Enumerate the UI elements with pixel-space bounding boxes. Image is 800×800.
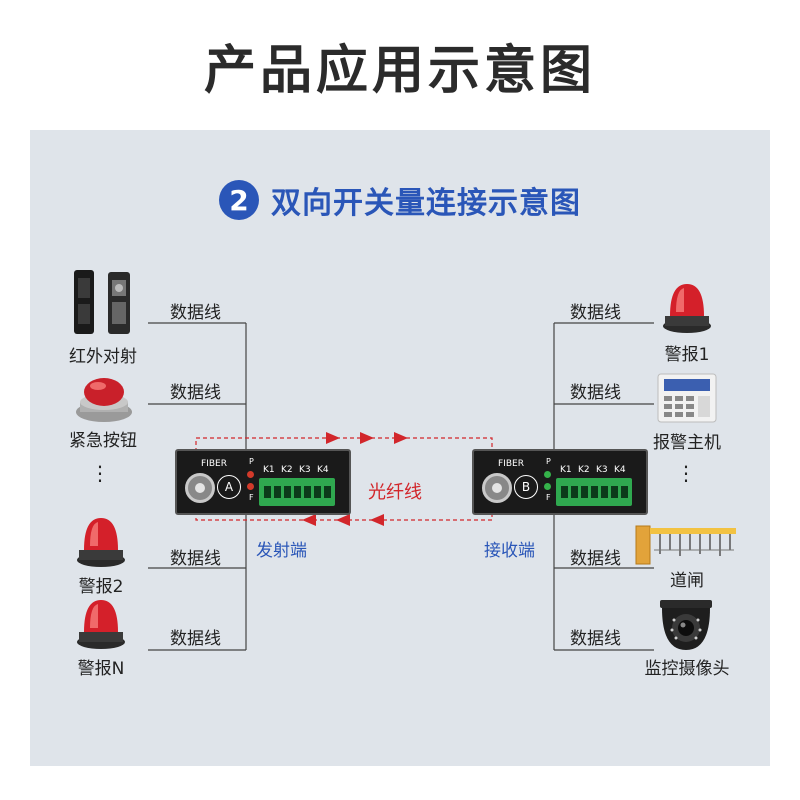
alarm-host-icon [656,372,718,424]
transmitter-label: 发射端 [256,541,307,561]
terminal-label: K1 [263,465,275,475]
transmitter-unit: FIBER A P F K1 K2 K3 K4 [175,449,351,515]
device-label-alarm1: 警报1 [664,345,710,365]
alarm-light-icon [660,278,714,334]
port-letter: A [217,475,241,499]
transmitter-fiber-label: FIBER [201,459,227,469]
terminal-label: K3 [596,465,608,475]
alarm-light-icon [74,594,128,650]
fiber-port-icon [185,473,215,503]
wire-label: 数据线 [170,629,221,649]
device-label-emergency: 紧急按钮 [69,431,137,451]
emergency-button-icon [72,374,136,426]
terminal-label: K4 [614,465,626,475]
power-led-icon [544,471,551,478]
wire-label: 数据线 [170,549,221,569]
wire-label: 数据线 [170,383,221,403]
diagram-panel [30,130,770,766]
step-badge: 2 [219,180,259,220]
page-title: 产品应用示意图 [203,41,596,101]
alarm-light-icon [74,512,128,568]
port-letter: B [514,475,538,499]
device-label-dome-camera: 监控摄像头 [644,659,730,679]
wire-label: 数据线 [570,549,621,569]
fiber-cable-label: 光纤线 [368,482,422,503]
dome-camera-icon [656,596,716,652]
device-label-alarm2: 警报2 [78,577,124,597]
wire-label: 数据线 [570,383,621,403]
terminal-label: K2 [281,465,293,475]
barrier-gate-icon [634,520,738,566]
device-label-infrared: 红外对射 [69,347,137,367]
ellipsis: ⋮ [676,461,696,485]
terminal-label: K2 [578,465,590,475]
device-label-alarm-host: 报警主机 [653,433,721,453]
led-label: P [249,457,254,466]
led-label: F [249,493,254,502]
fiber-led-icon [247,483,254,490]
infrared-beam-icon [68,268,138,336]
wire-label: 数据线 [170,303,221,323]
fiber-led-icon [544,483,551,490]
wire-label: 数据线 [570,303,621,323]
terminal-label: K4 [317,465,329,475]
device-label-alarmN: 警报N [77,659,125,679]
terminal-label: K1 [560,465,572,475]
power-led-icon [247,471,254,478]
subtitle-text: 双向开关量连接示意图 [271,186,581,221]
ellipsis: ⋮ [90,461,110,485]
terminal-label: K3 [299,465,311,475]
receiver-label: 接收端 [484,541,535,561]
fiber-port-icon [482,473,512,503]
receiver-fiber-label: FIBER [498,459,524,469]
device-label-barrier-gate: 道闸 [670,571,704,591]
subtitle: 2 双向开关量连接示意图 [0,178,800,222]
wire-label: 数据线 [570,629,621,649]
led-label: P [546,457,551,466]
led-label: F [546,493,551,502]
terminal-block-icon [259,478,335,506]
terminal-block-icon [556,478,632,506]
receiver-unit: FIBER B P F K1 K2 K3 K4 [472,449,648,515]
